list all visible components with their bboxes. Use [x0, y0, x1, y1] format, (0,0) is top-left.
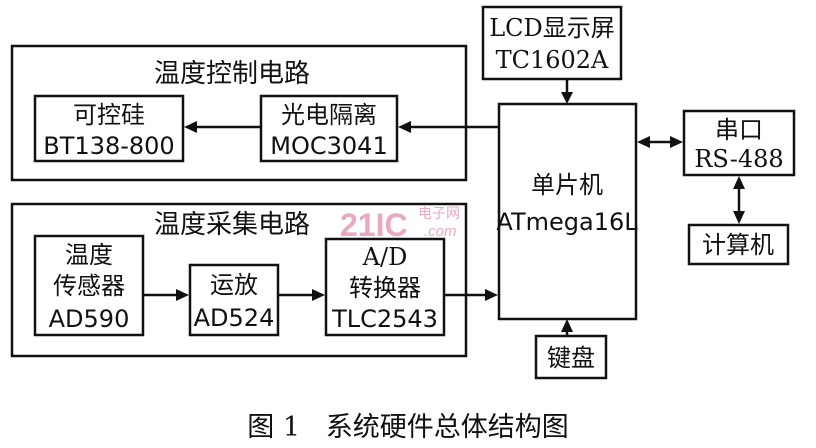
figure-caption: 图 1 系统硬件总体结构图: [247, 412, 569, 443]
lcd-display-box: [481, 5, 623, 81]
lcd-display-model: TC1602A: [496, 46, 609, 74]
serial-computer-arrowhead-down: [733, 211, 745, 224]
keyboard-label: 键盘: [547, 344, 595, 372]
optocoupler-model: MOC3041: [270, 132, 387, 160]
amplifier-to-adc-arrowhead: [312, 289, 325, 301]
serial-port-box: [682, 109, 796, 177]
keyboard-box: [534, 334, 608, 380]
temperature-control-group: [10, 44, 468, 182]
mcu-serial-arrowhead-right: [670, 136, 683, 148]
adc-to-mcu-arrowhead: [485, 289, 498, 301]
sensor-label-line1: 温度: [65, 241, 113, 269]
watermark-cn-text: 电子网: [418, 206, 460, 222]
adc-model: TLC2543: [331, 305, 438, 333]
21ic-watermark-logo: 21IC 电子网 .com: [340, 206, 460, 243]
triac-box: [33, 94, 185, 163]
serial-port-label: 串口: [715, 116, 763, 144]
lcd-display-label: LCD显示屏: [489, 14, 615, 42]
mcu-box: [497, 102, 638, 321]
mcu-serial-arrowhead-left: [637, 136, 650, 148]
sensor-label-line2: 传感器: [53, 272, 125, 300]
optocoupler-to-triac-arrowhead: [184, 121, 197, 133]
mcu-model: ATmega16L: [496, 208, 638, 236]
amplifier-box: [188, 263, 280, 337]
optocoupler-box: [259, 94, 399, 163]
adc-label-line1: A/D: [362, 243, 408, 271]
serial-computer-arrowhead-up: [733, 176, 745, 189]
amplifier-label: 运放: [210, 271, 258, 299]
mcu-to-optocoupler-arrowhead: [398, 121, 411, 133]
triac-model: BT138-800: [43, 132, 174, 160]
temperature-acquisition-group-title: 温度采集电路: [154, 210, 310, 240]
keyboard-to-mcu-arrowhead: [561, 319, 573, 332]
amplifier-model: AD524: [194, 304, 275, 332]
sensor-to-amplifier-arrowhead: [176, 289, 189, 301]
sensor-model: AD590: [49, 305, 130, 333]
mcu-label: 单片机: [531, 171, 603, 199]
temperature-acquisition-group: [10, 202, 468, 358]
adc-box: [324, 237, 446, 337]
sensor-box: [33, 234, 145, 337]
serial-port-model: RS-488: [694, 145, 783, 173]
lcd-to-mcu-arrowhead: [561, 92, 573, 104]
triac-label: 可控硅: [73, 101, 145, 129]
watermark-url-text: .com: [424, 223, 457, 240]
optocoupler-label: 光电隔离: [281, 101, 377, 129]
adc-label-line2: 转换器: [349, 274, 421, 302]
temperature-control-group-title: 温度控制电路: [154, 59, 310, 89]
watermark-logo-text: 21IC: [340, 207, 408, 243]
computer-label: 计算机: [702, 231, 774, 259]
computer-box: [687, 223, 790, 266]
